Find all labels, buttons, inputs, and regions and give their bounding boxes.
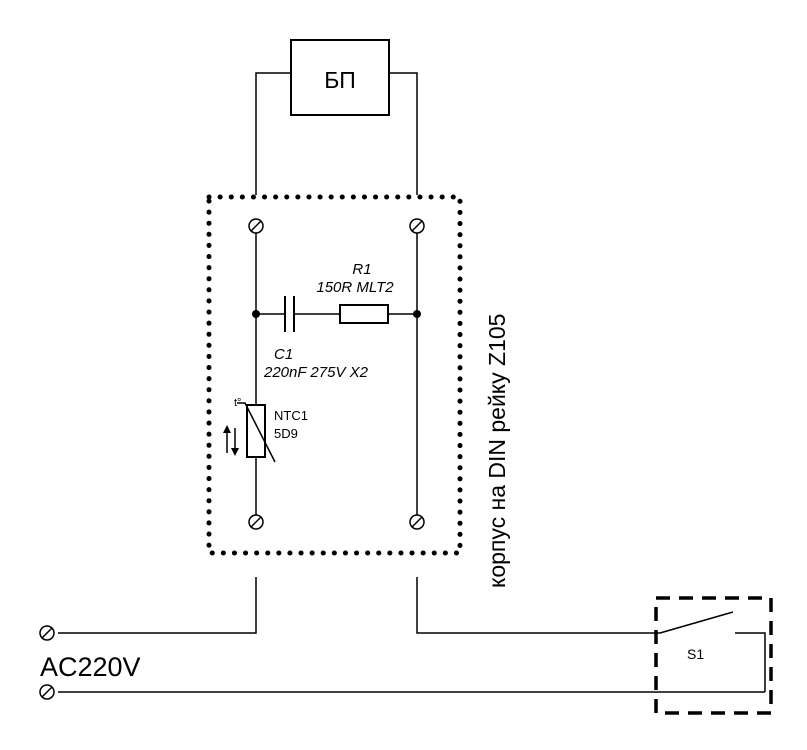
mains-line-wire bbox=[58, 577, 257, 634]
r1-value-label: 150R MLT2 bbox=[316, 279, 394, 296]
switched-line-wire bbox=[416, 577, 660, 634]
r1-ref-label: R1 bbox=[352, 261, 371, 278]
ntc1-value-label: 5D9 bbox=[274, 426, 298, 441]
terminal-top-left bbox=[248, 218, 264, 234]
arrow-down-head-icon bbox=[231, 448, 239, 456]
terminal-bottom-left bbox=[248, 514, 264, 530]
switch-s1-lever bbox=[659, 611, 734, 634]
ntc1-ref-label: NTC1 bbox=[274, 408, 308, 423]
power-supply-label: БП bbox=[324, 67, 356, 93]
enclosure-label: корпус на DIN рейку Z105 bbox=[484, 314, 510, 588]
c1-ref-label: C1 bbox=[274, 346, 293, 363]
junction-dot-right bbox=[413, 310, 421, 318]
psu-right-wire bbox=[389, 72, 418, 195]
switch-s1-outline bbox=[654, 596, 773, 715]
thermistor-ntc1-body bbox=[246, 404, 266, 458]
terminal-bottom-right bbox=[409, 514, 425, 530]
resistor-r1 bbox=[339, 304, 389, 324]
thermistor-ntc1-slash bbox=[237, 402, 276, 463]
mains-label: AC220V bbox=[40, 652, 141, 682]
switch-s1-label: S1 bbox=[687, 646, 704, 662]
din-enclosure-outline bbox=[206, 194, 463, 556]
mains-terminal-top bbox=[39, 625, 55, 641]
power-supply-box bbox=[290, 39, 390, 116]
junction-dot-left bbox=[252, 310, 260, 318]
psu-left-wire bbox=[255, 72, 291, 195]
arrow-up-head-icon bbox=[223, 425, 231, 433]
c1-value-label: 220nF 275V X2 bbox=[263, 364, 369, 381]
switch-return-wire bbox=[735, 632, 766, 692]
mains-terminal-bottom bbox=[39, 684, 55, 700]
thermistor-temp-symbol: t° bbox=[234, 397, 241, 409]
terminal-top-right bbox=[409, 218, 425, 234]
